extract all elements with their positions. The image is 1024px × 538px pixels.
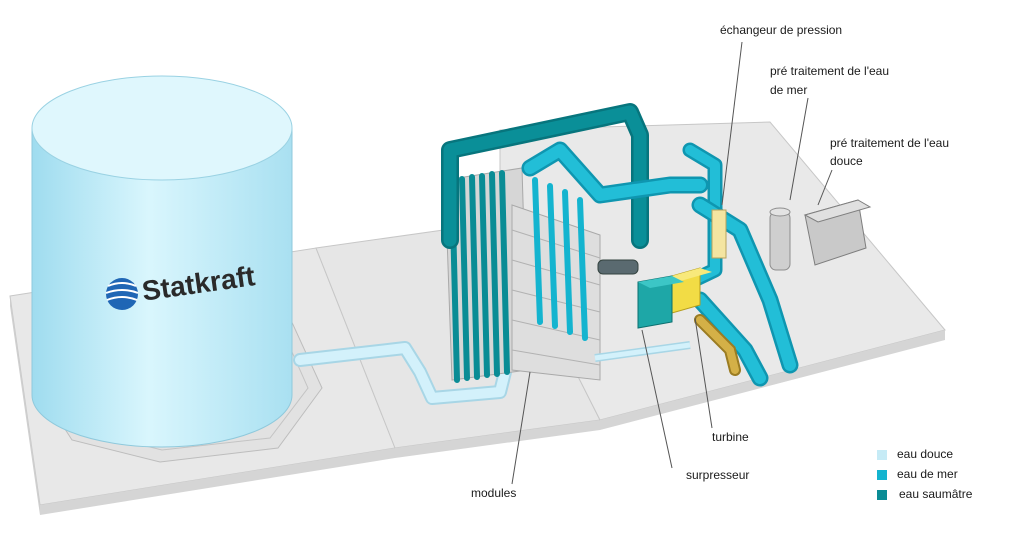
legend-swatch-eau-de-mer xyxy=(877,470,887,480)
label-pretraitement-douce-line1: pré traitement de l'eau xyxy=(830,136,950,150)
label-surpresseur: surpresseur xyxy=(686,468,750,482)
label-modules: modules xyxy=(471,486,517,500)
brackish-water-pipe xyxy=(441,103,649,249)
label-pretraitement-mer-line2: de mer xyxy=(770,83,808,97)
fresh-water-pipe xyxy=(293,341,512,405)
label-echangeur: échangeur de pression xyxy=(720,23,843,37)
booster-pump xyxy=(637,275,684,329)
fresh-water-line-lower xyxy=(594,341,691,362)
label-pretraitement-mer-line1: pré traitement de l'eau xyxy=(770,64,890,78)
leader-lines xyxy=(511,41,833,485)
seawater-pretreatment-unit xyxy=(769,207,791,271)
storage-tank xyxy=(31,75,293,448)
pressure-exchanger xyxy=(711,209,727,259)
motor xyxy=(597,259,639,275)
membrane-modules-right xyxy=(511,177,601,381)
label-pretraitement-douce-line2: douce xyxy=(830,154,863,168)
legend-label-eau-saumatre: eau saumâtre xyxy=(899,487,973,501)
legend-swatch-eau-saumatre xyxy=(877,490,887,500)
legend-swatch-eau-douce xyxy=(877,450,887,460)
brine-outlet-pipe xyxy=(694,314,741,376)
statkraft-logo-icon xyxy=(105,278,139,310)
freshwater-pretreatment-unit xyxy=(803,199,872,266)
label-turbine: turbine xyxy=(712,430,749,444)
legend-label-eau-douce: eau douce xyxy=(897,447,954,461)
legend-label-eau-de-mer: eau de mer xyxy=(897,467,958,481)
